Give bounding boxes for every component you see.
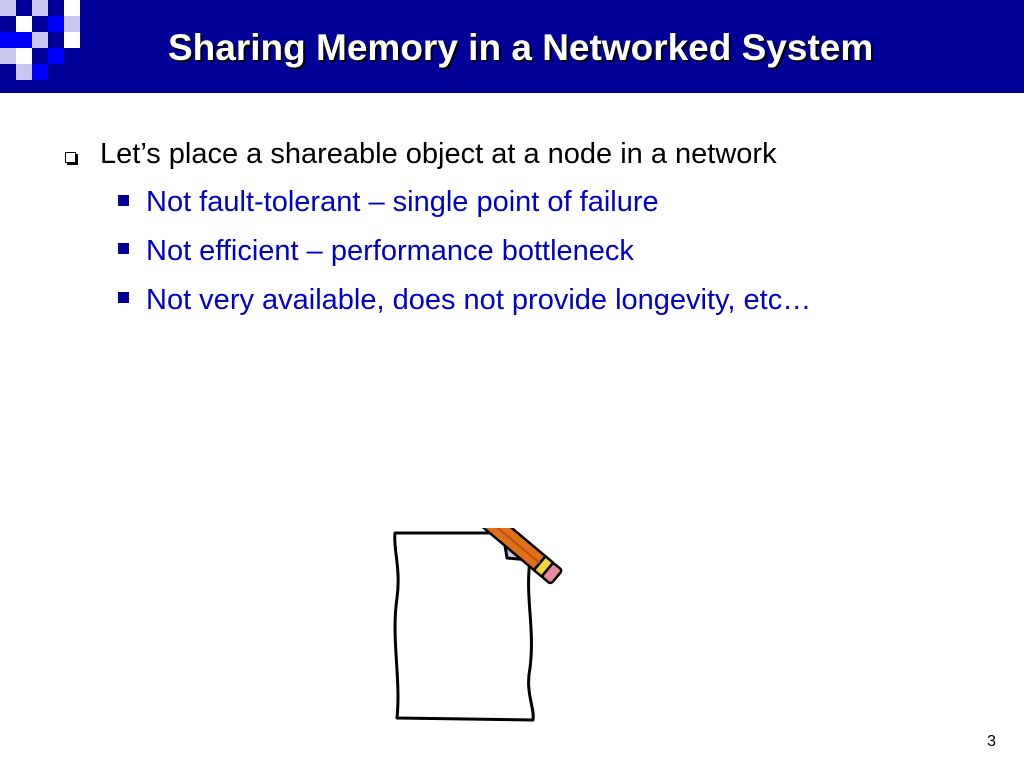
filled-square-bullet-icon	[118, 195, 129, 206]
bullet-level1: Let’s place a shareable object at a node…	[100, 138, 777, 170]
hollow-square-bullet-icon	[65, 152, 76, 163]
bullet-level2: Not very available, does not provide lon…	[146, 284, 812, 316]
title-bar: Sharing Memory in a Networked System	[0, 0, 1024, 93]
filled-square-bullet-icon	[118, 243, 129, 254]
page-number: 3	[987, 733, 996, 750]
slide-title: Sharing Memory in a Networked System	[168, 27, 874, 68]
paper-and-pencil-icon	[393, 528, 563, 722]
bullet-level2: Not fault-tolerant – single point of fai…	[146, 186, 659, 218]
filled-square-bullet-icon	[118, 292, 129, 303]
checkered-squares-logo-icon	[0, 0, 90, 93]
bullet-level2: Not efficient – performance bottleneck	[146, 235, 634, 267]
